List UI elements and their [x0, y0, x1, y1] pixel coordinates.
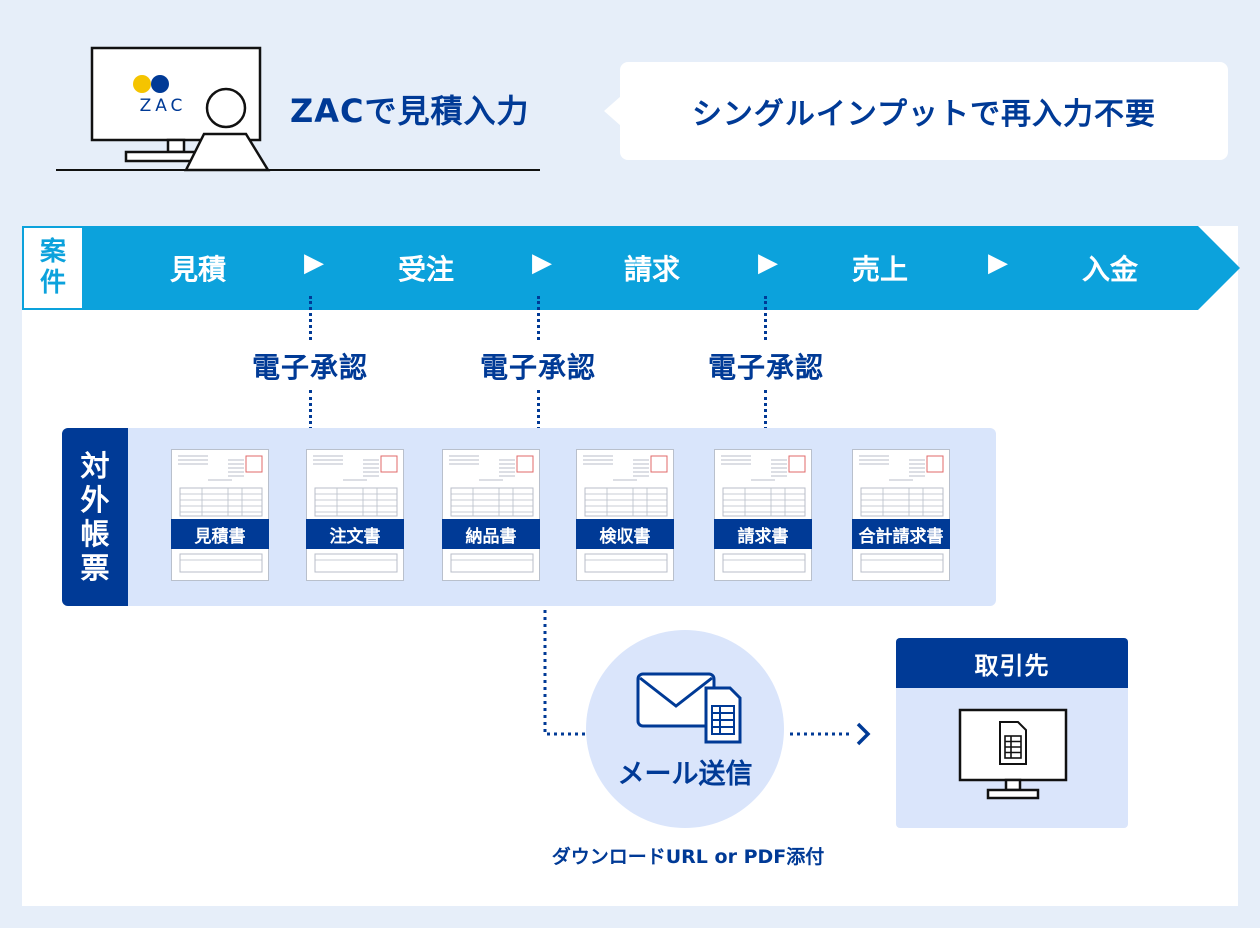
- document-icon: [178, 455, 263, 573]
- stage-separator: ▶: [988, 248, 1008, 278]
- document-label: 注文書: [306, 519, 404, 549]
- document-purchase-order: 注文書: [306, 449, 404, 581]
- document-label: 検収書: [576, 519, 674, 549]
- stage-separator: ▶: [304, 248, 324, 278]
- case-label-char-1: 案: [39, 237, 66, 267]
- computer-user-icon: [56, 46, 540, 172]
- document-icon: [721, 455, 806, 573]
- case-label-char-2: 件: [39, 268, 66, 298]
- document-label: 合計請求書: [852, 519, 950, 549]
- stage-sales: 売上: [851, 253, 909, 286]
- document-icon: [313, 455, 398, 573]
- stage-separator: ▶: [758, 248, 778, 278]
- document-icon: [859, 455, 944, 573]
- documents-label-char: 外: [80, 483, 110, 517]
- documents-label-char: 票: [80, 551, 110, 585]
- mail-connector: [543, 610, 871, 746]
- case-label: 案 件: [24, 228, 82, 308]
- document-label: 納品書: [442, 519, 540, 549]
- document-estimate: 見積書: [171, 449, 269, 581]
- document-invoice: 請求書: [714, 449, 812, 581]
- document-label: 請求書: [714, 519, 812, 549]
- document-delivery-note: 納品書: [442, 449, 540, 581]
- callout-text: シングルインプットで再入力不要: [691, 97, 1157, 132]
- recipient-box: 取引先: [896, 638, 1128, 828]
- approval-connector: [309, 390, 312, 430]
- documents-label: 対 外 帳 票: [62, 428, 128, 606]
- page-title: ZACで見積入力: [290, 92, 530, 130]
- callout-box: シングルインプットで再入力不要: [620, 62, 1228, 160]
- stage-separator: ▶: [532, 248, 552, 278]
- monitor-icon: [958, 708, 1068, 800]
- approval-connector: [764, 296, 767, 340]
- zac-logo-text: ZAC: [139, 96, 187, 116]
- approval-label: 電子承認: [251, 351, 369, 384]
- mail-circle: [586, 630, 784, 828]
- stage-estimate: 見積: [169, 253, 227, 286]
- document-inspection: 検収書: [576, 449, 674, 581]
- approval-connector: [537, 296, 540, 340]
- flow-arrow: [22, 226, 1240, 310]
- approval-label: 電子承認: [479, 351, 597, 384]
- mail-icon: [636, 672, 742, 744]
- mail-label: メール送信: [617, 759, 753, 790]
- document-label: 見積書: [171, 519, 269, 549]
- approval-connector: [537, 390, 540, 430]
- stage-order: 受注: [397, 253, 455, 286]
- stage-billing: 請求: [623, 253, 681, 286]
- document-icon: [583, 455, 668, 573]
- recipient-label: 取引先: [896, 638, 1128, 688]
- document-icon: [449, 455, 534, 573]
- mail-caption: ダウンロードURL or PDF添付: [551, 846, 825, 868]
- documents-label-char: 帳: [80, 517, 110, 551]
- approval-connector: [309, 296, 312, 340]
- stage-payment: 入金: [1081, 253, 1139, 286]
- approval-label: 電子承認: [707, 351, 825, 384]
- approval-connector: [764, 390, 767, 430]
- callout-pointer: [604, 96, 621, 126]
- documents-label-char: 対: [80, 449, 110, 483]
- document-total-invoice: 合計請求書: [852, 449, 950, 581]
